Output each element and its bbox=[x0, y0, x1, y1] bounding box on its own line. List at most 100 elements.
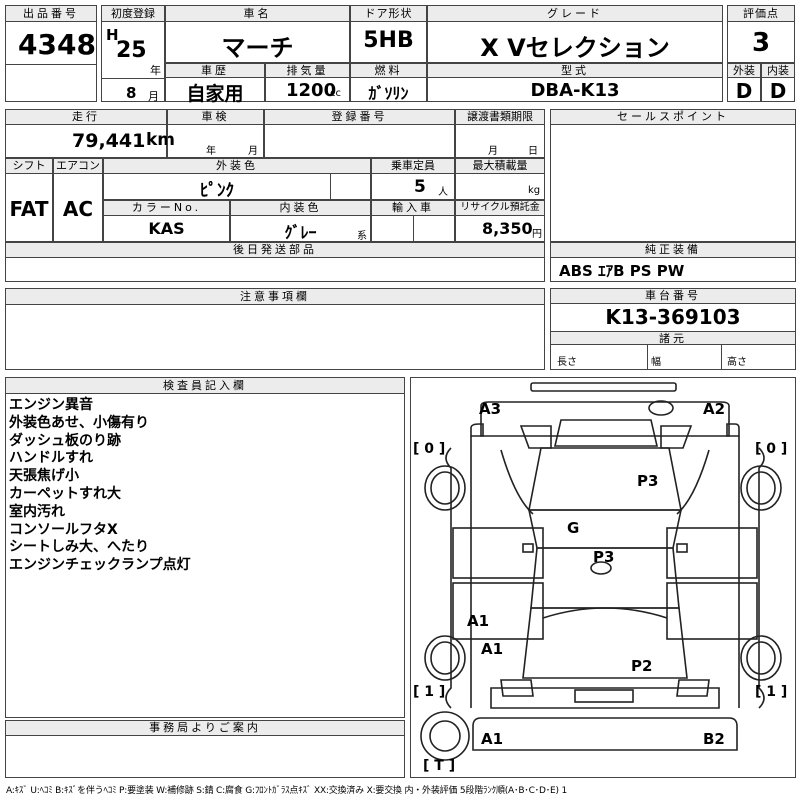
lot-number-cell: 出品番号 4348 bbox=[5, 5, 97, 102]
inspector-line: コンソールフタX bbox=[9, 521, 118, 538]
ac-cell: エアコン AC bbox=[53, 158, 103, 242]
car-name-label: 車名 bbox=[166, 6, 349, 22]
shift-cell: シフト FAT bbox=[5, 158, 53, 242]
damage-mark-roof: P3 bbox=[637, 472, 659, 490]
tire-rear-right-depth: [ 0 ] bbox=[755, 441, 788, 457]
exterior-color: ﾋﾟﾝｸ bbox=[200, 181, 234, 201]
car-name-cell: 車名 マーチ bbox=[165, 5, 350, 63]
inspector-line: エンジン異音 bbox=[9, 397, 93, 413]
history-cell: 車歴 自家用 bbox=[165, 63, 265, 105]
exterior-color-label: 外装色 bbox=[104, 159, 370, 174]
reg-month: 8 bbox=[126, 84, 137, 102]
shift: FAT bbox=[9, 197, 49, 221]
damage-mark-hood: P3 bbox=[593, 548, 615, 566]
score-label: 評価点 bbox=[728, 6, 794, 22]
ac: AC bbox=[62, 197, 94, 221]
recycle-label: リサイクル預託金 bbox=[456, 201, 544, 216]
lot-number-label: 出品番号 bbox=[6, 6, 96, 22]
score: 3 bbox=[751, 28, 771, 58]
later-parts-label: 後日発送部品 bbox=[6, 243, 544, 258]
recycle-unit: 円 bbox=[532, 229, 542, 240]
inspector-line: ハンドルすれ bbox=[9, 450, 93, 467]
later-parts-cell: 後日発送部品 bbox=[5, 242, 545, 282]
transfer-deadline-label: 譲渡書類期限 bbox=[456, 110, 544, 125]
mileage-label: 走行 bbox=[6, 110, 166, 125]
color-number: KAS bbox=[148, 219, 185, 238]
exterior-grade-cell: 外装 D bbox=[727, 63, 761, 103]
displacement-unit: cc bbox=[330, 88, 341, 99]
damage-mark-bonnet: P2 bbox=[631, 657, 653, 675]
import-label: 輸入車 bbox=[372, 201, 454, 216]
inspector-line: 室内汚れ bbox=[9, 503, 65, 520]
inspector-line: ダッシュ板のり跡 bbox=[9, 432, 121, 449]
car-name: マーチ bbox=[221, 34, 294, 62]
equipment-label: 純正装備 bbox=[551, 243, 795, 258]
max-load-cell: 最大積載量 kg bbox=[455, 158, 545, 200]
door-type: 5HB bbox=[363, 28, 414, 53]
inspector-line: 外装色あせ、小傷有り bbox=[9, 414, 149, 431]
lot-number: 4348 bbox=[18, 28, 96, 61]
ac-label: エアコン bbox=[54, 159, 102, 174]
max-load-label: 最大積載量 bbox=[456, 159, 544, 174]
interior-grade-cell: 内装 D bbox=[761, 63, 795, 103]
capacity-label: 乗車定員 bbox=[372, 159, 454, 174]
sales-point-cell: セールスポイント bbox=[550, 109, 796, 242]
recycle-amount: 8,350 bbox=[482, 219, 533, 238]
model-label: 型式 bbox=[428, 64, 722, 78]
office-notes-label: 事務局よりご案内 bbox=[6, 721, 404, 736]
first-registration-label: 初度登録 bbox=[102, 6, 164, 22]
inspector-notes-label: 検査員記入欄 bbox=[6, 378, 404, 394]
score-cell: 評価点 3 bbox=[727, 5, 795, 63]
inspector-line: 天張焦げ小 bbox=[9, 468, 79, 485]
inspector-line: シートしみ大、へたり bbox=[9, 539, 149, 556]
grade: X Vセレクション bbox=[480, 34, 670, 62]
max-load-unit: kg bbox=[528, 185, 541, 196]
era: H bbox=[106, 26, 119, 44]
inspector-line: カーペットすれ大 bbox=[9, 485, 121, 502]
inspection-year-unit: 年 bbox=[206, 146, 216, 157]
displacement-cell: 排気量 1200 cc bbox=[265, 63, 350, 102]
chassis-label: 車台番号 bbox=[551, 289, 795, 304]
mileage-cell: 走行 79,441 km bbox=[5, 109, 175, 158]
damage-mark-left-fender: A1 bbox=[481, 640, 504, 658]
interior-grade: D bbox=[769, 79, 787, 103]
equipment: ABS ｴｱB PS PW bbox=[559, 262, 685, 280]
interior-color-cell: 内装色 ｸﾞﾚｰ 系 bbox=[230, 200, 371, 242]
height-label: 高さ bbox=[727, 357, 747, 368]
shift-label: シフト bbox=[6, 159, 52, 174]
inspection-cell: 車検 年 月 bbox=[167, 109, 264, 158]
transfer-deadline-cell: 譲渡書類期限 月 日 bbox=[455, 109, 545, 158]
damage-mark-glass: G bbox=[567, 519, 580, 537]
year-unit: 年 bbox=[150, 64, 161, 77]
damage-mark-rear-left: A3 bbox=[479, 400, 502, 418]
exterior-grade: D bbox=[735, 79, 753, 103]
chassis-cell: 車台番号 K13-369103 諸元 長さ 幅 高さ bbox=[550, 288, 796, 370]
car-outline-drawing bbox=[420, 382, 782, 761]
fuel: ｶﾞｿﾘﾝ bbox=[368, 84, 409, 103]
color-number-cell: カラーNo. KAS bbox=[103, 200, 230, 242]
fuel-label: 燃料 bbox=[351, 64, 426, 78]
interior-color: ｸﾞﾚｰ bbox=[284, 223, 317, 242]
tire-rear-left-depth: [ 0 ] bbox=[413, 441, 446, 457]
grade-cell: グレード X Vセレクション bbox=[427, 5, 723, 63]
notes-label: 注意事項欄 bbox=[6, 289, 544, 305]
interior-grade-label: 内装 bbox=[762, 64, 794, 78]
mileage: 79,441 bbox=[72, 130, 146, 152]
spare-tire-mark: [ T ] bbox=[423, 758, 456, 774]
month-unit: 月 bbox=[148, 90, 159, 103]
door-cell: ドア形状 5HB bbox=[350, 5, 427, 63]
import-cell: 輸入車 bbox=[371, 200, 455, 242]
first-registration-cell: 初度登録 H 25 年 8 月 bbox=[101, 5, 165, 103]
capacity-unit: 人 bbox=[438, 187, 448, 198]
damage-mark-front-right: B2 bbox=[703, 730, 725, 748]
history-label: 車歴 bbox=[166, 64, 264, 78]
damage-mark-front-left: A1 bbox=[481, 730, 504, 748]
notes-cell: 注意事項欄 bbox=[5, 288, 545, 370]
spec-label: 諸元 bbox=[551, 331, 795, 345]
inspection-month-unit: 月 bbox=[248, 146, 258, 157]
inspector-line: エンジンチェックランプ点灯 bbox=[9, 557, 191, 574]
grade-label: グレード bbox=[428, 6, 722, 22]
model-cell: 型式 DBA-K13 bbox=[427, 63, 723, 102]
length-label: 長さ bbox=[557, 357, 577, 368]
exterior-grade-label: 外装 bbox=[728, 64, 760, 78]
